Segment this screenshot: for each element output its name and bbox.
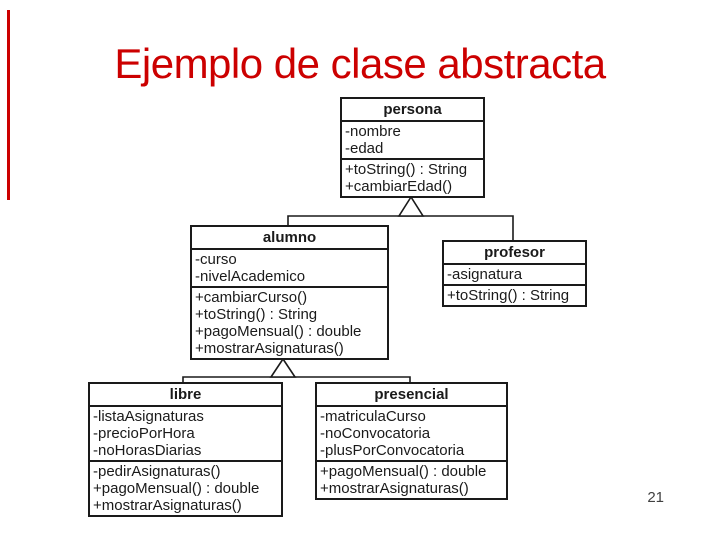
generalization-arrow-persona (397, 195, 425, 217)
class-name: profesor (444, 242, 585, 265)
attribute: -plusPorConvocatoria (320, 442, 465, 459)
class-attributes: -listaAsignaturas -precioPorHora -noHora… (90, 407, 281, 460)
class-attributes: -matriculaCurso -noConvocatoria -plusPor… (317, 407, 506, 460)
method: +toString() : String (195, 306, 318, 323)
attribute: -edad (345, 140, 384, 157)
method: -pedirAsignaturas() (93, 463, 221, 480)
class-methods: -pedirAsignaturas() +pagoMensual() : dou… (90, 460, 281, 515)
method: +mostrarAsignaturas() (320, 480, 469, 497)
attribute: -nivelAcademico (195, 268, 306, 285)
class-box-alumno: alumno -curso -nivelAcademico +cambiarCu… (190, 225, 389, 360)
attribute: -precioPorHora (93, 425, 195, 442)
method: +mostrarAsignaturas() (93, 497, 242, 514)
slide-title: Ejemplo de clase abstracta (114, 40, 606, 87)
class-methods: +cambiarCurso() +toString() : String +pa… (192, 286, 387, 358)
class-methods: +pagoMensual() : double +mostrarAsignatu… (317, 460, 506, 498)
attribute: -nombre (345, 123, 401, 140)
generalization-arrow-alumno (269, 357, 297, 378)
method: +cambiarCurso() (195, 289, 308, 306)
class-attributes: -curso -nivelAcademico (192, 250, 387, 286)
class-box-libre: libre -listaAsignaturas -precioPorHora -… (88, 382, 283, 517)
class-box-presencial: presencial -matriculaCurso -noConvocator… (315, 382, 508, 500)
method: +toString() : String (345, 161, 468, 178)
attribute: -curso (195, 251, 237, 268)
attribute: -noConvocatoria (320, 425, 431, 442)
class-methods: +toString() : String +cambiarEdad() (342, 158, 483, 196)
connector-alumno-children (182, 376, 411, 383)
class-box-persona: persona -nombre -edad +toString() : Stri… (340, 97, 485, 198)
method: +mostrarAsignaturas() (195, 340, 344, 357)
left-accent-bar (7, 10, 10, 200)
attribute: -matriculaCurso (320, 408, 426, 425)
method: +cambiarEdad() (345, 178, 453, 195)
attribute: -noHorasDiarias (93, 442, 202, 459)
class-box-profesor: profesor -asignatura +toString() : Strin… (442, 240, 587, 307)
class-attributes: -asignatura (444, 265, 585, 284)
attribute: -listaAsignaturas (93, 408, 204, 425)
attribute: -asignatura (447, 266, 523, 283)
class-name: presencial (317, 384, 506, 407)
method: +pagoMensual() : double (93, 480, 260, 497)
class-methods: +toString() : String (444, 284, 585, 305)
class-name: persona (342, 99, 483, 122)
class-name: libre (90, 384, 281, 407)
class-name: alumno (192, 227, 387, 250)
class-attributes: -nombre -edad (342, 122, 483, 158)
method: +pagoMensual() : double (320, 463, 487, 480)
method: +toString() : String (447, 287, 570, 304)
page-number: 21 (647, 489, 664, 506)
method: +pagoMensual() : double (195, 323, 362, 340)
